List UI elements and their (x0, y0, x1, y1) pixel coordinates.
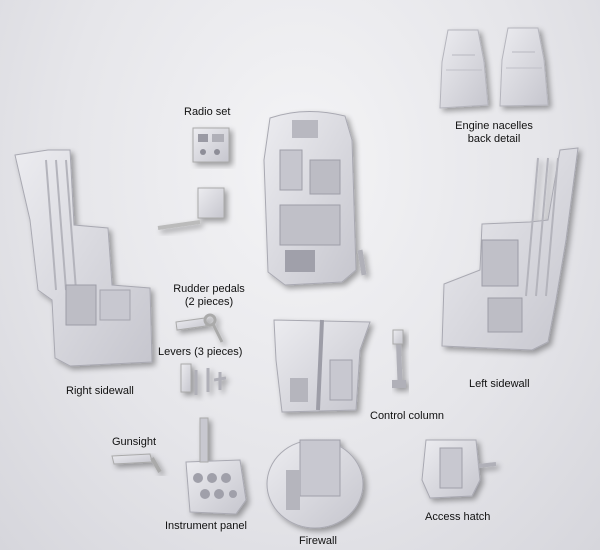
radio-set-part-2 (157, 187, 225, 230)
radio-set-label: Radio set (184, 106, 231, 118)
rudder-pedals-label-line-1: Rudder pedals (173, 283, 245, 295)
left-sidewall-label: Left sidewall (469, 378, 530, 390)
firewall-label: Firewall (299, 535, 337, 547)
engine-nacelles-label: Engine nacelles back detail (449, 120, 539, 146)
engine-nacelles-label-line-1: Engine nacelles (455, 120, 533, 132)
gunsight-label: Gunsight (112, 436, 157, 448)
levers-label: Levers (3 pieces) (158, 346, 243, 358)
levers (180, 363, 227, 395)
gunsight (111, 453, 162, 473)
engine-nacelle-left (439, 29, 489, 109)
engine-nacelles-label-line-2: back detail (467, 133, 521, 145)
right-sidewall (14, 149, 153, 367)
rudder-pedals-label: Rudder pedals (2 pieces) (164, 283, 254, 309)
access-hatch-label: Access hatch (425, 511, 491, 523)
control-column-label: Control column (370, 410, 444, 422)
cockpit-floor (263, 110, 367, 286)
rudder-pedals (175, 313, 224, 343)
instrument-panel (185, 417, 247, 515)
access-hatch (421, 439, 497, 499)
engine-nacelle-right (499, 27, 549, 107)
left-sidewall (441, 147, 579, 351)
control-column (392, 329, 406, 388)
instrument-panel-label: Instrument panel (165, 520, 247, 532)
radio-set (192, 127, 230, 163)
rudder-pedals-label-line-2: (2 pieces) (184, 296, 234, 308)
firewall (266, 439, 364, 529)
right-sidewall-label: Right sidewall (66, 385, 134, 397)
seat-bulkhead (273, 319, 371, 413)
